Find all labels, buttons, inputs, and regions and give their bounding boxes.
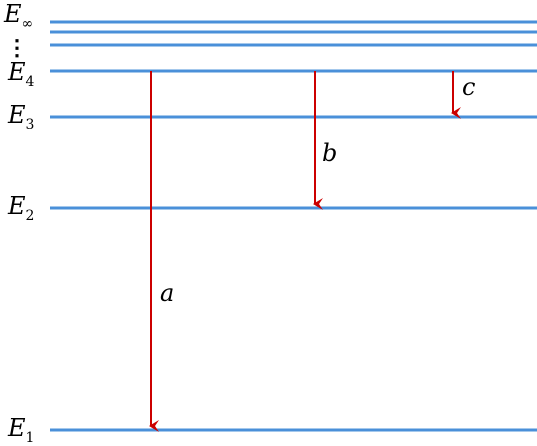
level-label-e3: E3: [7, 101, 34, 133]
level-subscript: 4: [26, 74, 35, 90]
level-subscript: ∞: [22, 16, 34, 32]
level-label-e4: E4: [7, 58, 35, 90]
transition-label-c: c: [462, 73, 475, 101]
level-symbol: E: [7, 58, 26, 86]
level-label-einf: E∞: [3, 0, 33, 32]
transition-label-b: b: [322, 139, 337, 167]
transition-labels: a b c: [160, 73, 475, 307]
level-symbol: E: [7, 192, 26, 220]
level-label-e2: E2: [7, 192, 34, 224]
level-subscript: 3: [26, 117, 35, 133]
transition-label-a: a: [160, 279, 174, 307]
level-label-e1: E1: [7, 414, 34, 446]
transitions: [149, 71, 461, 432]
level-subscript: 1: [26, 430, 35, 446]
level-subscript: 2: [26, 208, 35, 224]
energy-levels: [50, 20, 537, 432]
level-ellipsis: ⋮: [6, 35, 28, 61]
level-symbol: E: [3, 0, 22, 28]
level-labels: E1 E2 E3 E4 E∞ ⋮: [3, 0, 35, 446]
level-symbol: E: [7, 414, 26, 442]
level-symbol: E: [7, 101, 26, 129]
